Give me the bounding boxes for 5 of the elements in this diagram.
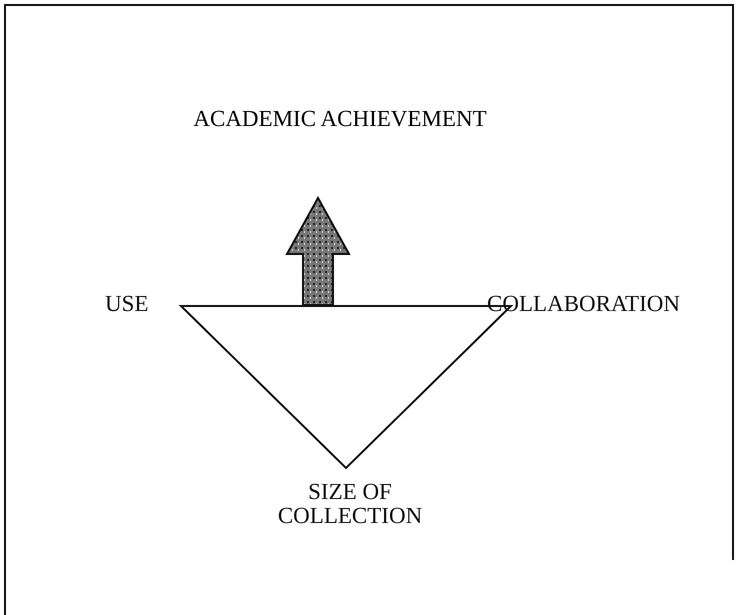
vertex-label: USE (105, 292, 150, 316)
heading-text: ACADEMIC ACHIEVEMENT (192, 106, 488, 132)
vertex-label: SIZE OF COLLECTION (276, 480, 424, 528)
vertex-label: COLLABORATION (486, 292, 680, 316)
block-arrow (285, 196, 351, 306)
